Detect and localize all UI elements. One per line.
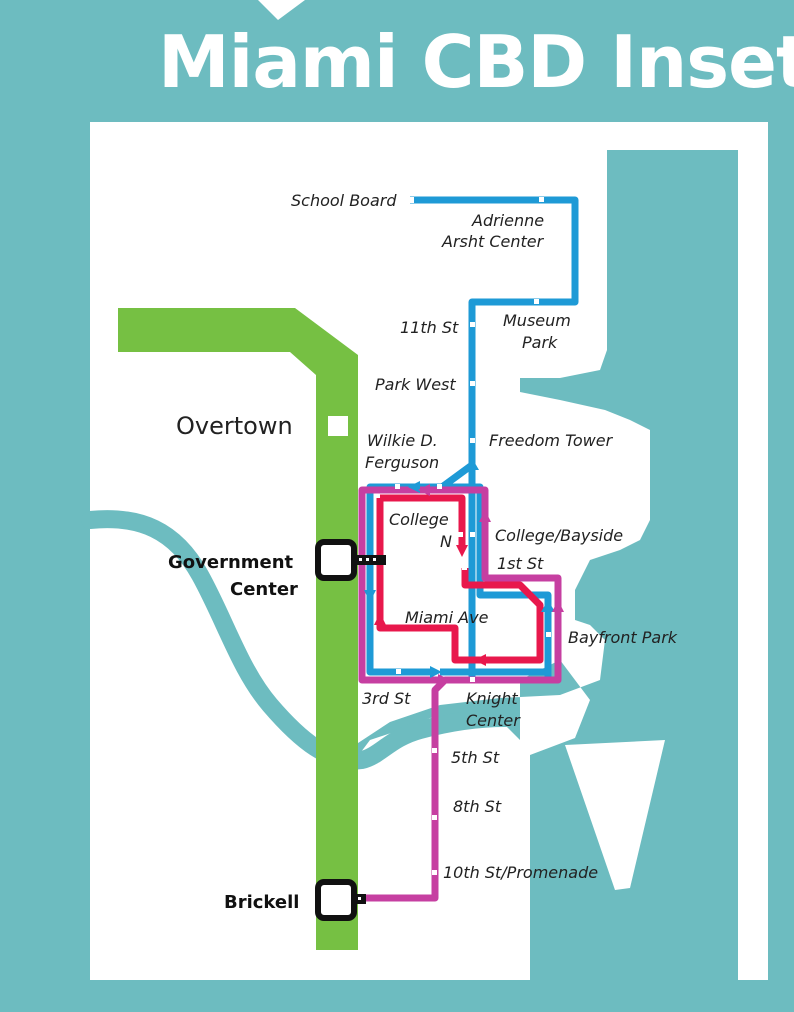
arrow-icon: [408, 481, 420, 493]
label-freedom-tower: Freedom Tower: [489, 431, 614, 450]
arrow-icon: [479, 510, 491, 522]
label-knight-2: Center: [466, 711, 521, 730]
station-dot: [546, 632, 551, 637]
label-wilkie-2: Ferguson: [365, 453, 439, 472]
station-dots: [395, 197, 551, 875]
arrow-icon: [552, 600, 564, 612]
arrow-icon: [364, 590, 376, 602]
brickell-station-marker: [315, 879, 366, 921]
metromover-red-line: [376, 494, 544, 664]
label-college-n-1: College: [389, 510, 449, 529]
station-dot: [458, 532, 463, 537]
label-museum-1: Museum: [503, 311, 571, 330]
arrow-icon: [438, 674, 450, 686]
arrow-icon: [465, 458, 479, 470]
station-dot: [432, 748, 437, 753]
label-5th-st: 5th St: [451, 748, 500, 767]
label-wilkie-1: Wilkie D.: [367, 431, 438, 450]
station-dot: [432, 870, 437, 875]
label-museum-2: Park: [522, 333, 558, 352]
direction-arrows: [364, 458, 564, 686]
arrow-icon: [541, 600, 555, 612]
station-dot: [470, 438, 475, 443]
label-adrienne-1: Adrienne: [471, 211, 544, 230]
label-11th-st: 11th St: [400, 318, 459, 337]
arrow-icon: [374, 613, 386, 625]
label-10th-st: 10th St/Promenade: [443, 863, 598, 882]
station-dot: [408, 197, 414, 203]
map-title: Miami CBD Inset: [158, 20, 794, 104]
label-government-1: Government: [168, 552, 294, 573]
station-dot: [470, 381, 475, 386]
label-college-n-2: N: [440, 532, 452, 551]
label-government-2: Center: [230, 579, 298, 600]
label-3rd-st: 3rd St: [362, 689, 411, 708]
arrow-icon: [456, 545, 468, 557]
station-dot: [395, 484, 400, 489]
miami-river: [81, 510, 514, 770]
label-8th-st: 8th St: [453, 797, 502, 816]
label-brickell: Brickell: [224, 892, 299, 913]
station-dot: [437, 484, 442, 489]
station-dot: [396, 669, 401, 674]
station-dot: [432, 815, 437, 820]
arrow-icon: [474, 654, 486, 666]
arrow-icon: [418, 484, 430, 496]
top-notch-shape: [258, 0, 305, 20]
station-dot: [534, 299, 539, 304]
label-bayfront-park: Bayfront Park: [568, 628, 678, 647]
overtown-station-marker: [328, 416, 348, 436]
station-dot: [470, 532, 475, 537]
station-dot: [470, 677, 475, 682]
label-park-west: Park West: [375, 375, 456, 394]
label-college-bayside: College/Bayside: [495, 526, 623, 545]
station-dot: [470, 322, 475, 327]
label-1st-st: 1st St: [497, 554, 544, 573]
label-adrienne-2: Arsht Center: [441, 232, 545, 251]
island: [565, 740, 665, 890]
station-dot: [539, 197, 544, 202]
station-dot: [462, 565, 467, 570]
label-school-board: School Board: [291, 191, 397, 210]
label-knight-1: Knight: [466, 689, 518, 708]
government-center-station-marker: [315, 539, 386, 581]
arrow-icon: [430, 666, 442, 678]
label-overtown: Overtown: [176, 412, 293, 440]
label-miami-ave: Miami Ave: [405, 608, 489, 627]
